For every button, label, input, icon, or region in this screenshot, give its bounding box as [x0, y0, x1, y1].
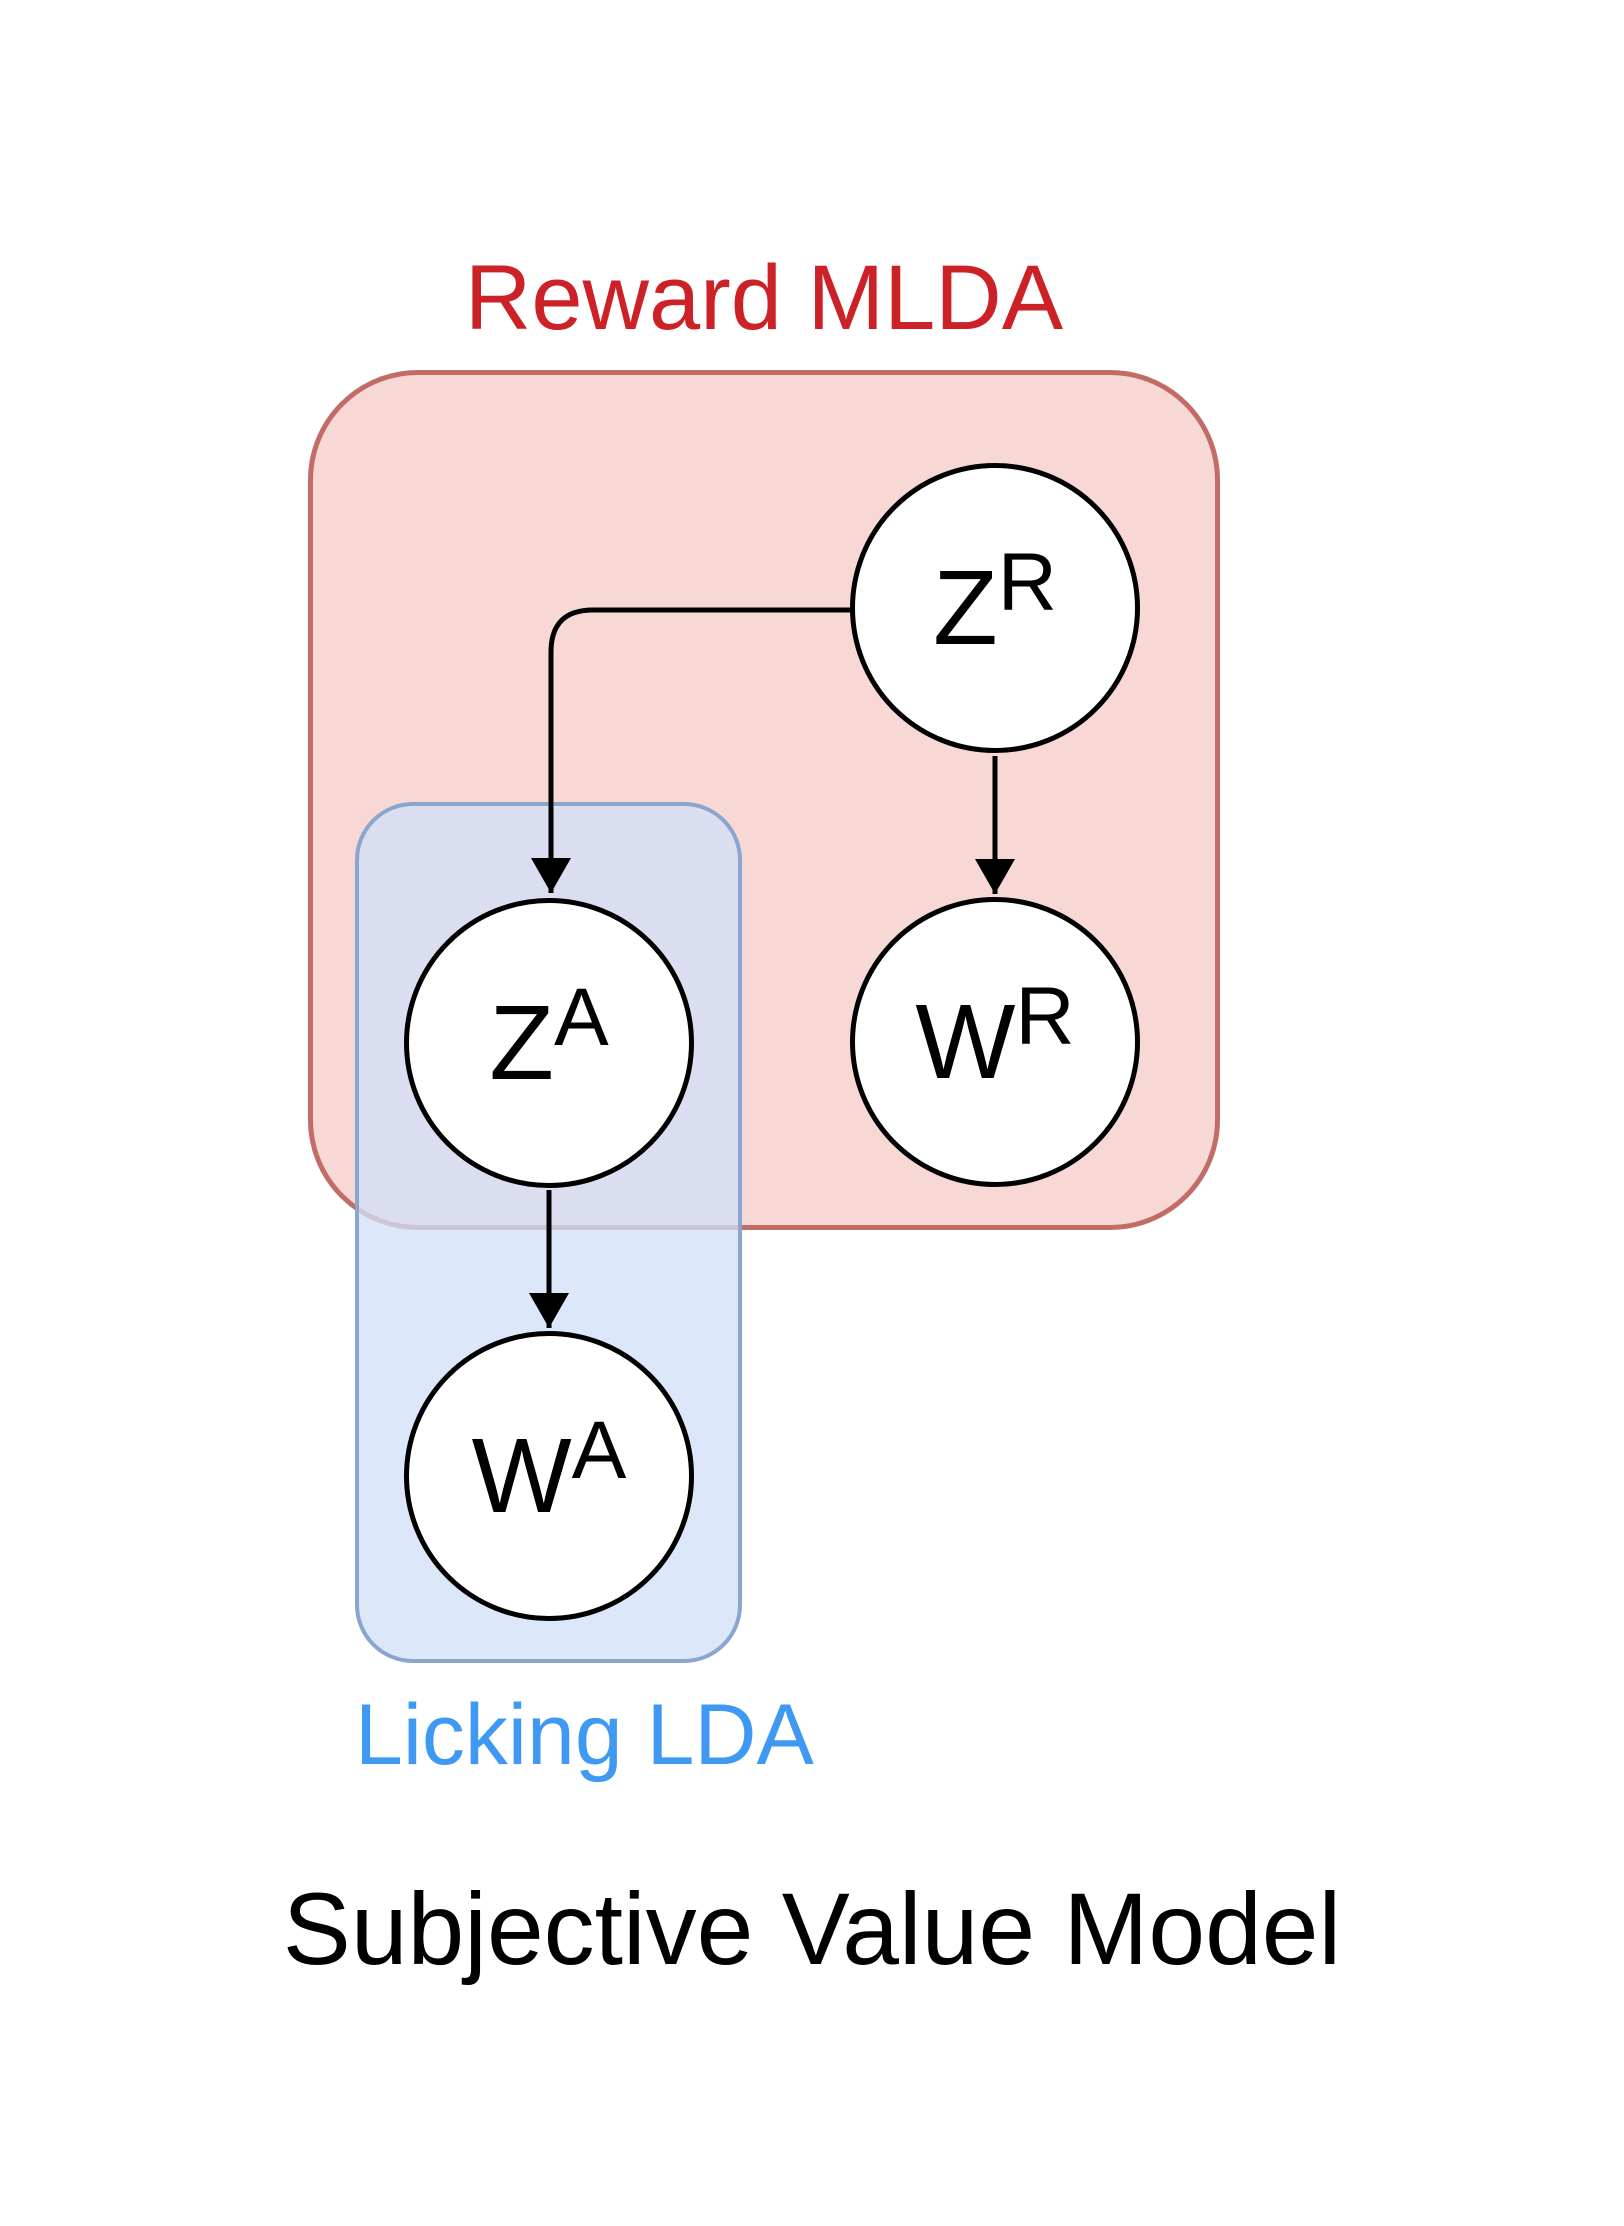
node-zr-sup: R [997, 537, 1057, 628]
node-zr-base: Z [933, 549, 998, 667]
node-wa: WA [404, 1331, 694, 1621]
node-wr-sup: R [1015, 971, 1075, 1062]
node-zr-label: ZR [933, 542, 1057, 662]
node-wr-label: WR [915, 976, 1074, 1096]
reward-mlda-label: Reward MLDA [464, 247, 1064, 349]
diagram-title: Subjective Value Model [282, 1872, 1342, 1986]
node-wr: WR [850, 897, 1140, 1187]
node-zr: ZR [850, 463, 1140, 753]
node-za: ZA [404, 898, 694, 1188]
node-wa-label: WA [472, 1410, 627, 1530]
node-wa-sup: A [571, 1405, 627, 1496]
node-za-base: Z [489, 984, 555, 1102]
licking-lda-label: Licking LDA [355, 1687, 814, 1783]
node-za-sup: A [554, 972, 609, 1063]
node-wr-base: W [915, 983, 1016, 1101]
node-za-label: ZA [489, 977, 608, 1097]
node-wa-base: W [471, 1417, 572, 1535]
